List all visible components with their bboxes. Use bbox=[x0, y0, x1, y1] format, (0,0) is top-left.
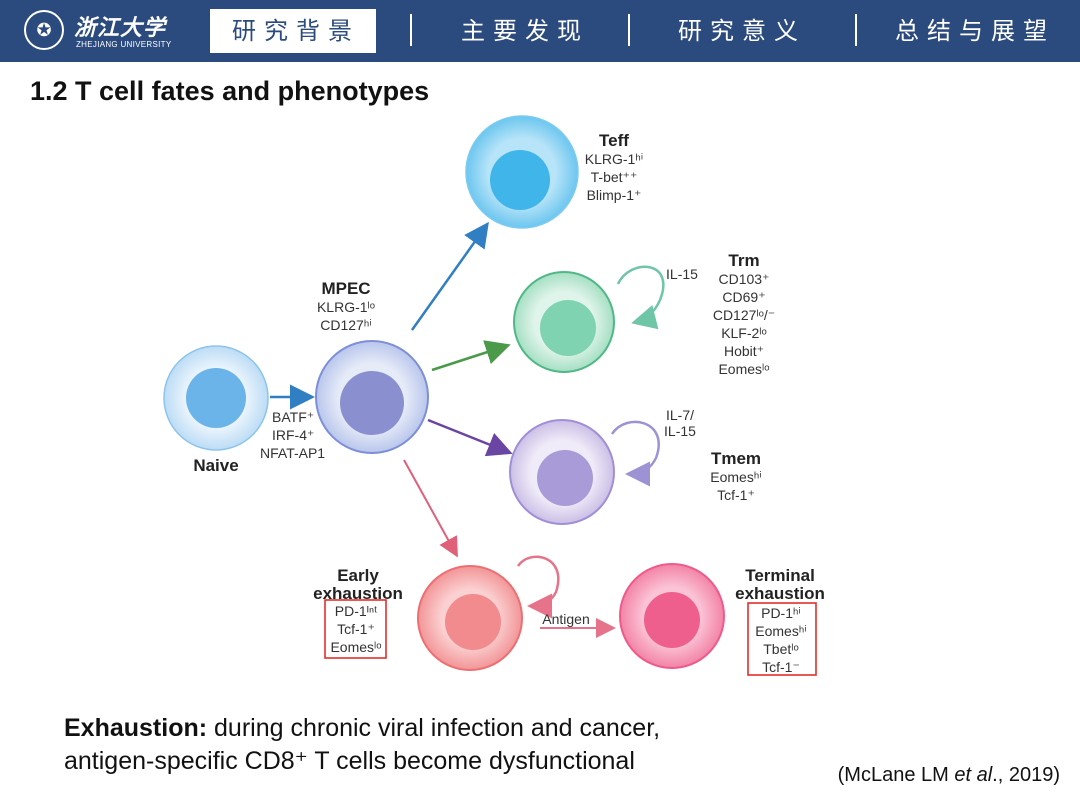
citation-year: ., 2019) bbox=[992, 764, 1060, 786]
caption-line-2: antigen-specific CD8⁺ T cells become dys… bbox=[64, 747, 635, 775]
terminal-exhaustion-label: exhaustion bbox=[735, 584, 825, 603]
citation-et-al: et al bbox=[954, 764, 993, 786]
terminal-markers-highlight-box bbox=[747, 602, 817, 676]
early-marker: PD-1ᴵⁿᵗ bbox=[335, 603, 377, 619]
terminal-marker: Tcf-1⁻ bbox=[762, 659, 800, 675]
trm-marker: CD103⁺ bbox=[719, 271, 770, 287]
trm-self-renewal-arrow bbox=[616, 265, 665, 330]
teff-label: Teff bbox=[599, 131, 629, 150]
caption-line-1: during chronic viral infection and cance… bbox=[207, 714, 661, 742]
early-markers-highlight-box bbox=[324, 599, 387, 659]
tmem-marker: Eomesʰⁱ bbox=[710, 469, 761, 485]
tmem-marker: Tcf-1⁺ bbox=[717, 487, 755, 503]
antigen-label: Antigen bbox=[542, 611, 589, 627]
nav-tab-research-background[interactable]: 研究背景 bbox=[210, 9, 376, 53]
naive-factor-irf4: IRF-4⁺ bbox=[272, 427, 314, 443]
trm-label: Trm bbox=[728, 251, 759, 270]
tmem-self-renewal-arrow bbox=[610, 420, 660, 487]
naive-factor-batf: BATF⁺ bbox=[272, 409, 314, 425]
terminal-exhaustion-label: Terminal bbox=[745, 566, 815, 585]
arrow-mpec-to-tmem bbox=[427, 418, 513, 457]
tmem-cell bbox=[509, 419, 615, 525]
exhaustion-caption: Exhaustion: during chronic viral infecti… bbox=[64, 712, 660, 778]
teff-marker: Blimp-1⁺ bbox=[587, 187, 642, 203]
terminal-exhaustion-cell bbox=[619, 563, 725, 669]
early-exhaustion-label: Early bbox=[337, 566, 379, 585]
mpec-label: MPEC bbox=[321, 279, 370, 298]
citation: (McLane LM et al., 2019) bbox=[838, 764, 1060, 787]
trm-marker: Hobit⁺ bbox=[724, 343, 764, 359]
naive-label: Naive bbox=[193, 456, 238, 475]
arrow-mpec-to-teff bbox=[410, 221, 489, 331]
nav-tab-main-findings[interactable]: 主要发现 bbox=[461, 17, 589, 45]
nav-separator bbox=[855, 14, 857, 46]
trm-cytokine: IL-15 bbox=[666, 266, 698, 282]
logo-english-name: ZHEJIANG UNIVERSITY bbox=[76, 40, 172, 49]
trm-marker: KLF-2ˡᵒ bbox=[721, 325, 767, 341]
arrow-mpec-to-early-exhaustion bbox=[403, 459, 458, 558]
t-cell-fate-diagram: Naive BATF⁺ IRF-4⁺ NFAT-AP1 MPEC KLRG-1ˡ… bbox=[163, 115, 825, 676]
trm-cell bbox=[513, 271, 615, 373]
naive-factor-nfat: NFAT-AP1 bbox=[260, 445, 325, 461]
mpec-cell bbox=[315, 340, 429, 454]
teff-marker: T-bet⁺⁺ bbox=[591, 169, 638, 185]
tmem-cytokine: IL-15 bbox=[664, 423, 696, 439]
teff-cell bbox=[465, 115, 579, 229]
nav-tab-summary-outlook[interactable]: 总结与展望 bbox=[895, 17, 1055, 45]
early-exhaustion-label: exhaustion bbox=[313, 584, 403, 603]
terminal-marker: Tbetˡᵒ bbox=[763, 641, 799, 657]
trm-marker: Eomesˡᵒ bbox=[718, 361, 769, 377]
nav-separator bbox=[628, 14, 630, 46]
nav-tab-significance[interactable]: 研究意义 bbox=[678, 17, 806, 45]
early-marker: Eomesˡᵒ bbox=[330, 639, 381, 655]
naive-cell bbox=[163, 345, 269, 451]
early-exhaustion-cell bbox=[417, 565, 523, 671]
slide-title: 1.2 T cell fates and phenotypes bbox=[30, 76, 430, 106]
nav-separator bbox=[410, 14, 412, 46]
terminal-marker: Eomesʰⁱ bbox=[755, 623, 806, 639]
trm-marker: CD127ˡᵒ/⁻ bbox=[713, 307, 775, 323]
early-marker: Tcf-1⁺ bbox=[337, 621, 375, 637]
caption-keyword: Exhaustion: bbox=[64, 714, 208, 742]
arrow-mpec-to-trm bbox=[431, 340, 511, 372]
logo-chinese-name: 浙江大学 bbox=[74, 15, 167, 41]
teff-marker: KLRG-1ʰⁱ bbox=[585, 151, 643, 167]
university-seal-icon: ✪ bbox=[24, 10, 64, 50]
header-bar: ✪ 浙江大学 ZHEJIANG UNIVERSITY 研究背景 主要发现 研究意… bbox=[0, 0, 1080, 62]
citation-authors: (McLane LM bbox=[837, 764, 955, 786]
mpec-marker: KLRG-1ˡᵒ bbox=[317, 299, 375, 315]
trm-marker: CD69⁺ bbox=[722, 289, 765, 305]
terminal-marker: PD-1ʰⁱ bbox=[761, 605, 801, 621]
tmem-cytokine: IL-7/ bbox=[666, 407, 694, 423]
tmem-label: Tmem bbox=[711, 449, 761, 468]
early-exhaustion-self-renewal-arrow bbox=[516, 555, 560, 619]
mpec-marker: CD127ʰⁱ bbox=[320, 317, 371, 333]
university-logo[interactable]: ✪ 浙江大学 ZHEJIANG UNIVERSITY bbox=[24, 8, 184, 54]
